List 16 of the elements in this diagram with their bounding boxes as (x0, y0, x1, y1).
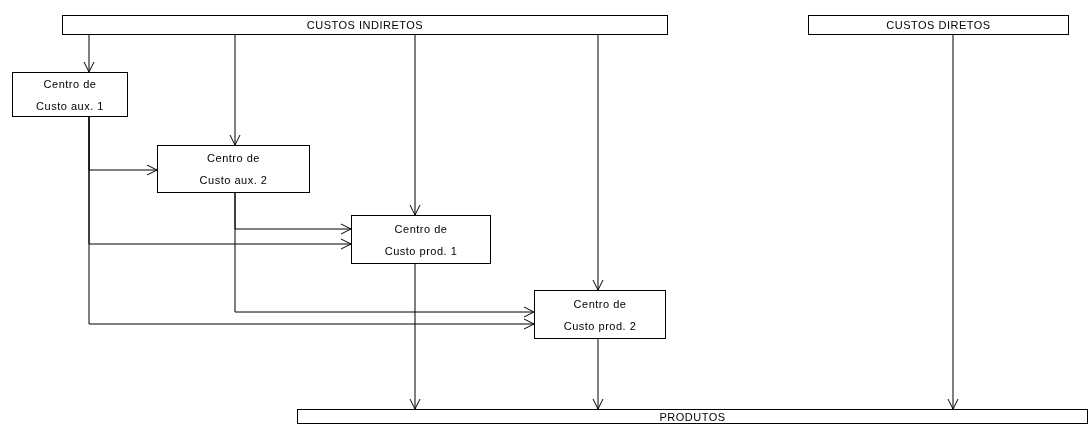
process-box: Centro de Custo aux. 2 (157, 145, 310, 193)
process-box: Centro de Custo prod. 2 (534, 290, 666, 339)
process-box: CUSTOS INDIRETOS (62, 15, 668, 35)
arrow (409, 34, 421, 216)
arrow (592, 338, 604, 410)
arrow (88, 116, 535, 330)
arrow (234, 192, 535, 318)
arrow (947, 34, 959, 410)
arrow (409, 263, 421, 410)
arrow (83, 34, 95, 73)
arrow (592, 34, 604, 291)
process-box: PRODUTOS (297, 409, 1088, 424)
process-box: Centro de Custo aux. 1 (12, 72, 128, 117)
process-box: CUSTOS DIRETOS (808, 15, 1069, 35)
process-box: Centro de Custo prod. 1 (351, 215, 491, 264)
arrow (229, 34, 241, 146)
